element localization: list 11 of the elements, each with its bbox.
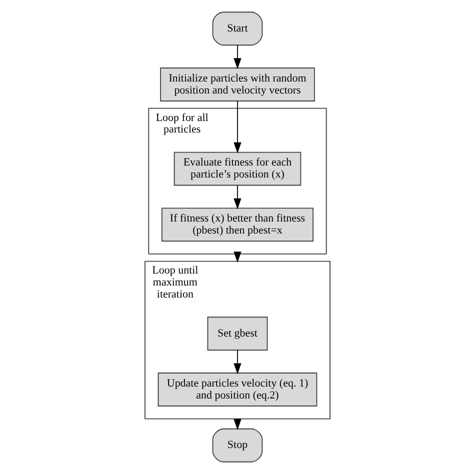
arrow (233, 350, 241, 374)
node-box: Initialize particles with random position and velocity vectors (160, 68, 314, 102)
node-box: Stop (212, 428, 262, 462)
node-box: Start (212, 12, 262, 46)
arrow (233, 184, 241, 210)
node-box: Update particles velocity (eq. 1) and position (eq.2) (157, 372, 317, 406)
node-box: Set gbest (206, 316, 268, 351)
arrow (233, 100, 241, 154)
arrow (233, 44, 241, 70)
node-box: If fitness (x) better than fitness (pbest) then pbest=x (160, 208, 314, 242)
node-box: Evaluate fitness for each particle’s position (x) (173, 152, 301, 186)
